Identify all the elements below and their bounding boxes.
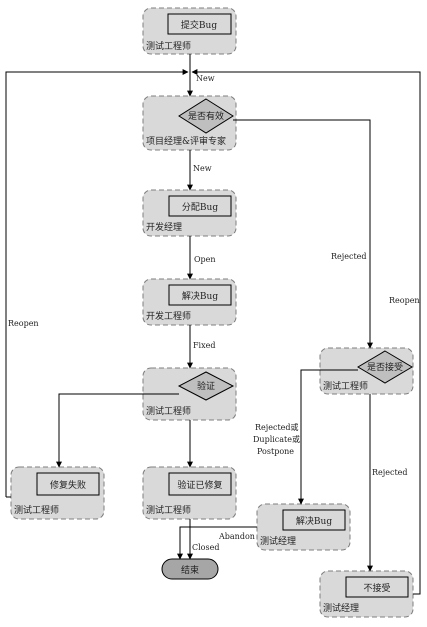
fix-box-label: 解决Bug xyxy=(182,290,218,302)
edge-accept-resolve xyxy=(298,369,358,505)
assign-box-label: 分配Bug xyxy=(182,202,218,213)
label-rejected-or-1: Rejected或 xyxy=(255,422,299,432)
submit-box-label: 提交Bug xyxy=(181,19,217,31)
verified-fixed-role-label: 测试工程师 xyxy=(146,504,191,516)
node-end: 结束 xyxy=(161,558,219,580)
accept-role-label: 测试工程师 xyxy=(323,380,368,392)
label-reopen-left: Reopen xyxy=(8,319,39,328)
label-new-mid: New xyxy=(193,164,212,173)
verified-fixed-box-label: 验证已修复 xyxy=(177,479,222,491)
fix-failed-box-label: 修复失败 xyxy=(50,479,86,491)
label-abandon: Abandon xyxy=(218,532,255,541)
node-fix: 解决Bug 开发工程师 xyxy=(142,278,237,326)
resolve-bug-role-label: 测试经理 xyxy=(260,535,296,547)
verify-role-label: 测试工程师 xyxy=(146,405,191,417)
connectors xyxy=(5,54,421,595)
accept-diamond-label: 是否接受 xyxy=(367,361,403,373)
not-accepted-role-label: 测试经理 xyxy=(323,602,359,614)
node-fix-failed: 修复失败 测试工程师 xyxy=(10,466,105,520)
label-reopen-right: Reopen xyxy=(389,296,420,305)
node-assign: 分配Bug 开发经理 xyxy=(142,189,237,237)
review-role-label: 项目经理&评审专家 xyxy=(146,135,226,147)
assign-role-label: 开发经理 xyxy=(146,221,182,233)
label-new-top: New xyxy=(196,74,215,83)
resolve-bug-box-label: 解决Bug xyxy=(296,515,332,527)
end-label: 结束 xyxy=(181,564,199,576)
verify-diamond-label: 验证 xyxy=(197,380,215,392)
submit-role-label: 测试工程师 xyxy=(146,40,191,52)
not-accepted-box-label: 不接受 xyxy=(363,582,390,594)
node-resolve-bug: 解决Bug 测试经理 xyxy=(256,503,351,551)
edge-abandon-end xyxy=(177,526,257,560)
node-review-valid: 是否有效 项目经理&评审专家 xyxy=(142,95,237,151)
label-open: Open xyxy=(194,255,216,264)
edge-review-rejected xyxy=(233,119,373,349)
edge-reopen-left xyxy=(5,69,189,497)
node-accept-check: 是否接受 测试工程师 xyxy=(319,347,414,395)
label-fixed: Fixed xyxy=(193,341,215,350)
label-rejected-right: Rejected xyxy=(331,252,367,261)
review-diamond-label: 是否有效 xyxy=(188,110,224,122)
label-closed: Closed xyxy=(192,543,219,552)
label-rejected-or-3: Postpone xyxy=(257,447,294,456)
edge-reopen-right xyxy=(191,69,421,595)
fix-failed-role-label: 测试工程师 xyxy=(14,504,59,516)
node-not-accepted: 不接受 测试经理 xyxy=(319,570,414,618)
node-submit: 提交Bug 测试工程师 xyxy=(142,7,237,55)
node-verified-fixed: 验证已修复 测试工程师 xyxy=(142,466,237,520)
label-rejected-down: Rejected xyxy=(372,468,408,477)
fix-role-label: 开发工程师 xyxy=(146,310,191,322)
edge-verify-failed xyxy=(56,393,179,468)
label-rejected-or-2: Duplicate或 xyxy=(253,434,300,444)
